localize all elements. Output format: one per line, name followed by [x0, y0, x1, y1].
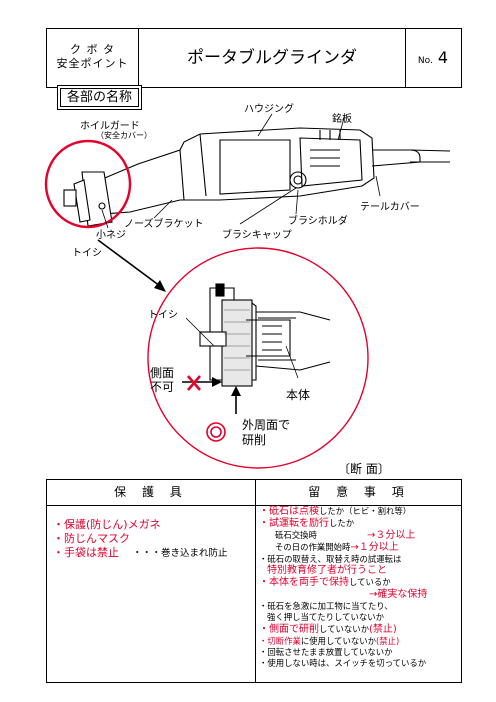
note-red: →１分以上 [350, 542, 399, 553]
label-grinding-wheel: トイシ [72, 248, 102, 259]
table-divider [255, 480, 256, 682]
note-red: →３分以上 [367, 530, 416, 541]
org-cell: ク ボ タ 安全ポイント [47, 29, 139, 87]
note-text: ・砥石の取替え、取替え時の試運転は [259, 554, 402, 564]
page-number-value: 4 [437, 48, 449, 67]
note-line: ・砥石は点検したか（ヒビ・割れ等） [259, 506, 427, 518]
protective-item: ・手袋は禁止 ・・・巻き込まれ防止 [53, 546, 228, 561]
note-text: ・砥石を急激に加工物に当てたり、 [259, 601, 393, 612]
safety-table: 保 護 具 留 意 事 項 ・保護(防じん)メガネ ・防じんマスク ・手袋は禁止… [46, 479, 462, 683]
cross-section-label: 〔断 面〕 [338, 462, 390, 476]
note-line: ・本体を両手で保持しているか [259, 577, 427, 589]
note-text: 砥石交換時 [275, 530, 317, 540]
outer-arrowhead [231, 386, 241, 396]
wheel-guard-highlight [44, 139, 132, 229]
note-line: ・側面で研削していないか(禁止) [259, 624, 427, 636]
label-brush-cap: ブラシキャップ [222, 230, 292, 241]
note-line: ・砥石を急激に加工物に当てたり、 [259, 601, 427, 612]
detail-label-outer: 外周面で 研削 [242, 418, 290, 448]
note-line: ・使用しない時は、スイッチを切っているか [259, 658, 427, 669]
protective-item: ・防じんマスク [53, 532, 228, 546]
note-line: ・砥石の取替え、取替え時の試運転は [259, 554, 427, 565]
section-title: 各部の名称 [60, 88, 140, 107]
prohibited-cross-icon [187, 375, 201, 391]
note-line: 砥石交換時 →３分以上 [259, 530, 427, 542]
label-nameplate: 銘板 [332, 114, 352, 125]
detail-pointer-arrowhead [154, 280, 166, 292]
detail-section-drawing [199, 283, 331, 387]
label-tail-cover: テールカバー [360, 202, 420, 213]
detail-label-side-line2: 不可 [150, 380, 175, 394]
protective-equipment-header: 保 護 具 [114, 485, 188, 499]
note-text: したか [329, 518, 355, 528]
note-text: ・回転させたまま放置していないか [259, 646, 393, 657]
detail-label-outer-line1: 外周面で [242, 418, 291, 432]
detail-label-side: 側面 不可 [150, 366, 174, 394]
protective-item: ・保護(防じん)メガネ [53, 518, 228, 532]
protective-item-main: ・保護(防じん)メガネ [53, 518, 161, 531]
note-text: 強く押し当てたりしていないか [267, 612, 384, 623]
detail-circle [147, 247, 369, 469]
note-text: しているか [349, 577, 391, 588]
label-housing: ハウジング [244, 104, 294, 115]
detail-wheel-hatch [224, 309, 250, 371]
label-brush-holder: ブラシホルダ [288, 216, 348, 227]
table-header [47, 480, 461, 506]
note-line: 強く押し当てたりしていないか [259, 612, 427, 623]
note-line: ・回転させたまま放置していないか [259, 647, 427, 658]
leader-lines [101, 113, 381, 229]
grinder-illustration [44, 113, 451, 469]
protective-item-extra: ・・・巻き込まれ防止 [132, 548, 228, 559]
note-text: したか（ヒビ・割れ等） [319, 506, 412, 516]
note-red: (禁止) [369, 623, 397, 635]
note-red: ・試運転を励行 [259, 518, 329, 529]
note-line: ・試運転を励行したか [259, 518, 427, 530]
grinder-body-drawing [63, 127, 451, 227]
note-text: に使用していないか [300, 635, 376, 646]
note-line: 特別教育修了者が行うこと [259, 565, 427, 577]
org-line1: ク ボ タ [70, 43, 115, 56]
note-line: その日の作業開始時→１分以上 [259, 542, 427, 554]
note-red: ・砥石は点検 [259, 506, 319, 517]
detail-label-outer-line2: 研削 [242, 433, 267, 447]
org-line2: 安全ポイント [56, 57, 129, 70]
note-text: ・使用しない時は、スイッチを切っているか [259, 658, 427, 669]
note-red: (禁止) [376, 635, 400, 646]
note-red: ・本体を両手で保持 [259, 577, 349, 589]
precautions-list: ・砥石は点検したか（ヒビ・割れ等） ・試運転を励行したか 砥石交換時→３分以上 … [259, 506, 427, 669]
page-number: No. 4 [405, 29, 461, 87]
protective-list: ・保護(防じん)メガネ ・防じんマスク ・手袋は禁止 ・・・巻き込まれ防止 [53, 518, 228, 561]
note-text: その日の作業開始時 [275, 542, 351, 552]
note-line: ・切断作業に使用していないか(禁止) [259, 636, 427, 647]
note-red: ・側面で研削 [259, 623, 319, 635]
detail-pointer-line [97, 239, 161, 287]
detail-label-body: 本体 [286, 388, 311, 402]
note-line: →確実な保持 [259, 589, 427, 601]
detail-label-side-line1: 側面 [150, 366, 175, 380]
label-small-screw: 小ネジ [96, 230, 126, 241]
page-title: ポータブルグラインダ [139, 29, 406, 87]
note-red: →確実な保持 [369, 589, 428, 601]
protective-item-main: ・手袋は禁止 [53, 546, 119, 559]
label-wheel-guard: ホイルガード [80, 121, 140, 132]
precautions-header: 留 意 事 項 [308, 485, 410, 499]
label-nose-bracket: ノーズブラケット [124, 219, 204, 230]
note-red: ・切断作業 [259, 635, 301, 646]
note-red: 特別教育修了者が行うこと [267, 565, 387, 577]
page-number-label: No. [417, 56, 433, 66]
side-arrowhead [212, 377, 222, 387]
header-box: ク ボ タ 安全ポイント ポータブルグラインダ No. 4 [46, 28, 462, 88]
protective-item-main: ・防じんマスク [53, 532, 130, 545]
label-wheel-guard-sub: （安全カバー） [96, 131, 152, 140]
approved-double-circle-icon [206, 422, 226, 442]
note-text: していないか [319, 623, 369, 634]
detail-label-wheel: トイシ [148, 310, 178, 321]
